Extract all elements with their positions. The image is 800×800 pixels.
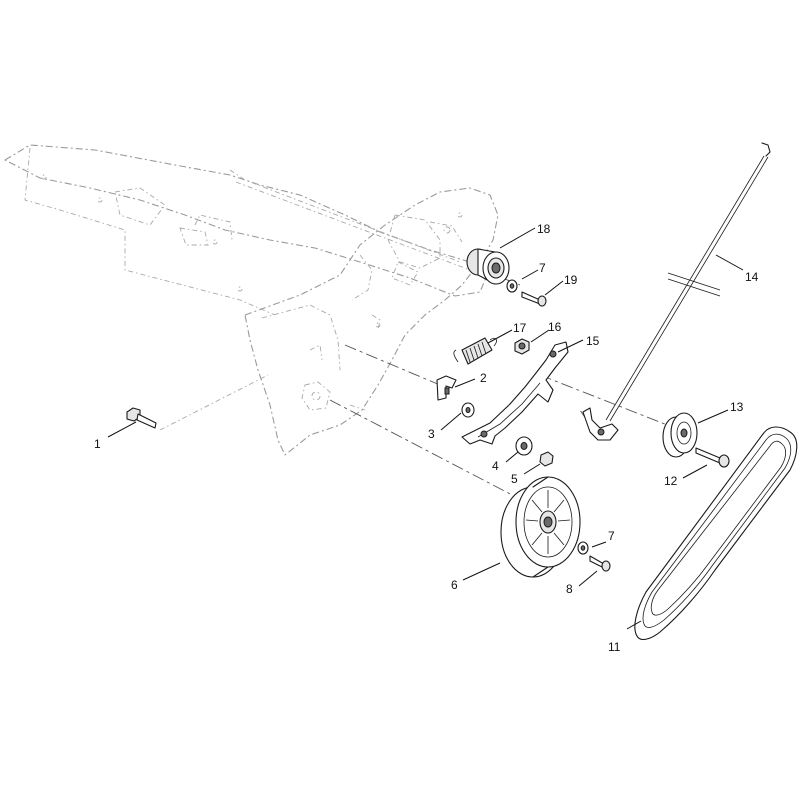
part-bolt-1 bbox=[126, 407, 157, 429]
part-bushing bbox=[466, 248, 510, 285]
part-idler-arm bbox=[461, 341, 569, 445]
callout-11: 11 bbox=[608, 640, 621, 654]
callout-6: 6 bbox=[451, 578, 458, 592]
callout-4: 4 bbox=[492, 459, 499, 473]
callout-7-lower: 7 bbox=[608, 529, 615, 543]
part-washer-upper bbox=[506, 279, 518, 293]
part-bolt-5 bbox=[539, 451, 554, 467]
callout-19: 19 bbox=[564, 273, 578, 287]
part-clip bbox=[436, 375, 457, 401]
part-spacer bbox=[515, 436, 533, 456]
part-spring bbox=[453, 337, 497, 365]
part-washer-lower bbox=[577, 541, 589, 555]
frame-phantom bbox=[4, 144, 499, 456]
part-bolt-19 bbox=[521, 291, 547, 307]
leader-lines bbox=[107, 227, 744, 630]
callout-15: 15 bbox=[586, 334, 600, 348]
callout-5: 5 bbox=[511, 472, 518, 486]
alignment-lines bbox=[329, 269, 681, 521]
part-bolt-12 bbox=[695, 447, 730, 468]
callout-13: 13 bbox=[730, 400, 744, 414]
callout-12: 12 bbox=[664, 474, 678, 488]
part-bolt-8 bbox=[589, 555, 611, 572]
part-cable bbox=[582, 142, 771, 441]
callout-18: 18 bbox=[537, 222, 551, 236]
callout-7-upper: 7 bbox=[539, 261, 546, 275]
callout-2: 2 bbox=[480, 371, 487, 385]
part-belt bbox=[634, 426, 798, 641]
part-small-pulley bbox=[662, 412, 698, 458]
callout-16: 16 bbox=[548, 320, 562, 334]
part-large-pulley bbox=[500, 476, 581, 578]
callout-14: 14 bbox=[745, 270, 759, 284]
part-washer-3 bbox=[461, 402, 475, 418]
callouts: 1 2 3 4 5 6 7 7 8 11 12 13 14 15 16 17 1… bbox=[94, 222, 759, 654]
callout-8: 8 bbox=[566, 582, 573, 596]
part-nut bbox=[514, 338, 530, 355]
callout-1: 1 bbox=[94, 437, 101, 451]
callout-17: 17 bbox=[513, 321, 527, 335]
callout-3: 3 bbox=[428, 427, 435, 441]
